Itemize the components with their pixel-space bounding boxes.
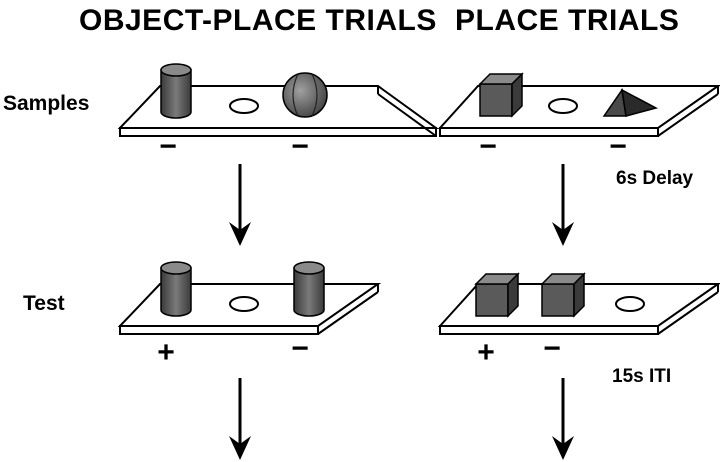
food-well <box>615 296 645 312</box>
iti-label: 15s ITI <box>612 366 672 387</box>
panel-object-place-samples: − − <box>117 63 440 163</box>
panel-place-samples: − − <box>437 72 720 163</box>
cube-object <box>540 272 586 318</box>
pyramid-object <box>602 88 659 117</box>
board <box>117 85 440 137</box>
arrow-down-samples-to-test-left <box>229 164 251 246</box>
panel-place-test: + − <box>437 272 720 369</box>
cube-object <box>478 72 524 118</box>
cylinder-object <box>160 63 192 119</box>
samples-label: Samples <box>3 92 90 115</box>
place-trials-title: PLACE TRIALS <box>455 4 680 37</box>
arrow-down-next-right <box>552 378 574 460</box>
plus-mark: + <box>157 336 175 369</box>
minus-mark: − <box>609 130 627 163</box>
cylinder-object <box>160 261 192 317</box>
food-well <box>548 98 578 114</box>
minus-mark: − <box>543 332 561 365</box>
arrow-down-next-left <box>229 378 251 460</box>
minus-mark: − <box>479 130 497 163</box>
minus-mark: − <box>291 130 309 163</box>
object-place-trials-title: OBJECT-PLACE TRIALS <box>79 4 437 37</box>
plus-mark: + <box>477 336 495 369</box>
food-well <box>229 296 259 312</box>
minus-mark: − <box>291 332 309 365</box>
panel-object-place-test: + − <box>117 261 382 369</box>
food-well <box>229 98 259 114</box>
cylinder-object <box>293 261 325 317</box>
minus-mark: − <box>159 130 177 163</box>
arrow-down-samples-to-test-right <box>552 164 574 246</box>
ball-object <box>282 72 328 118</box>
cube-object <box>474 272 520 318</box>
delay-label: 6s Delay <box>616 168 694 189</box>
test-label: Test <box>23 292 65 315</box>
